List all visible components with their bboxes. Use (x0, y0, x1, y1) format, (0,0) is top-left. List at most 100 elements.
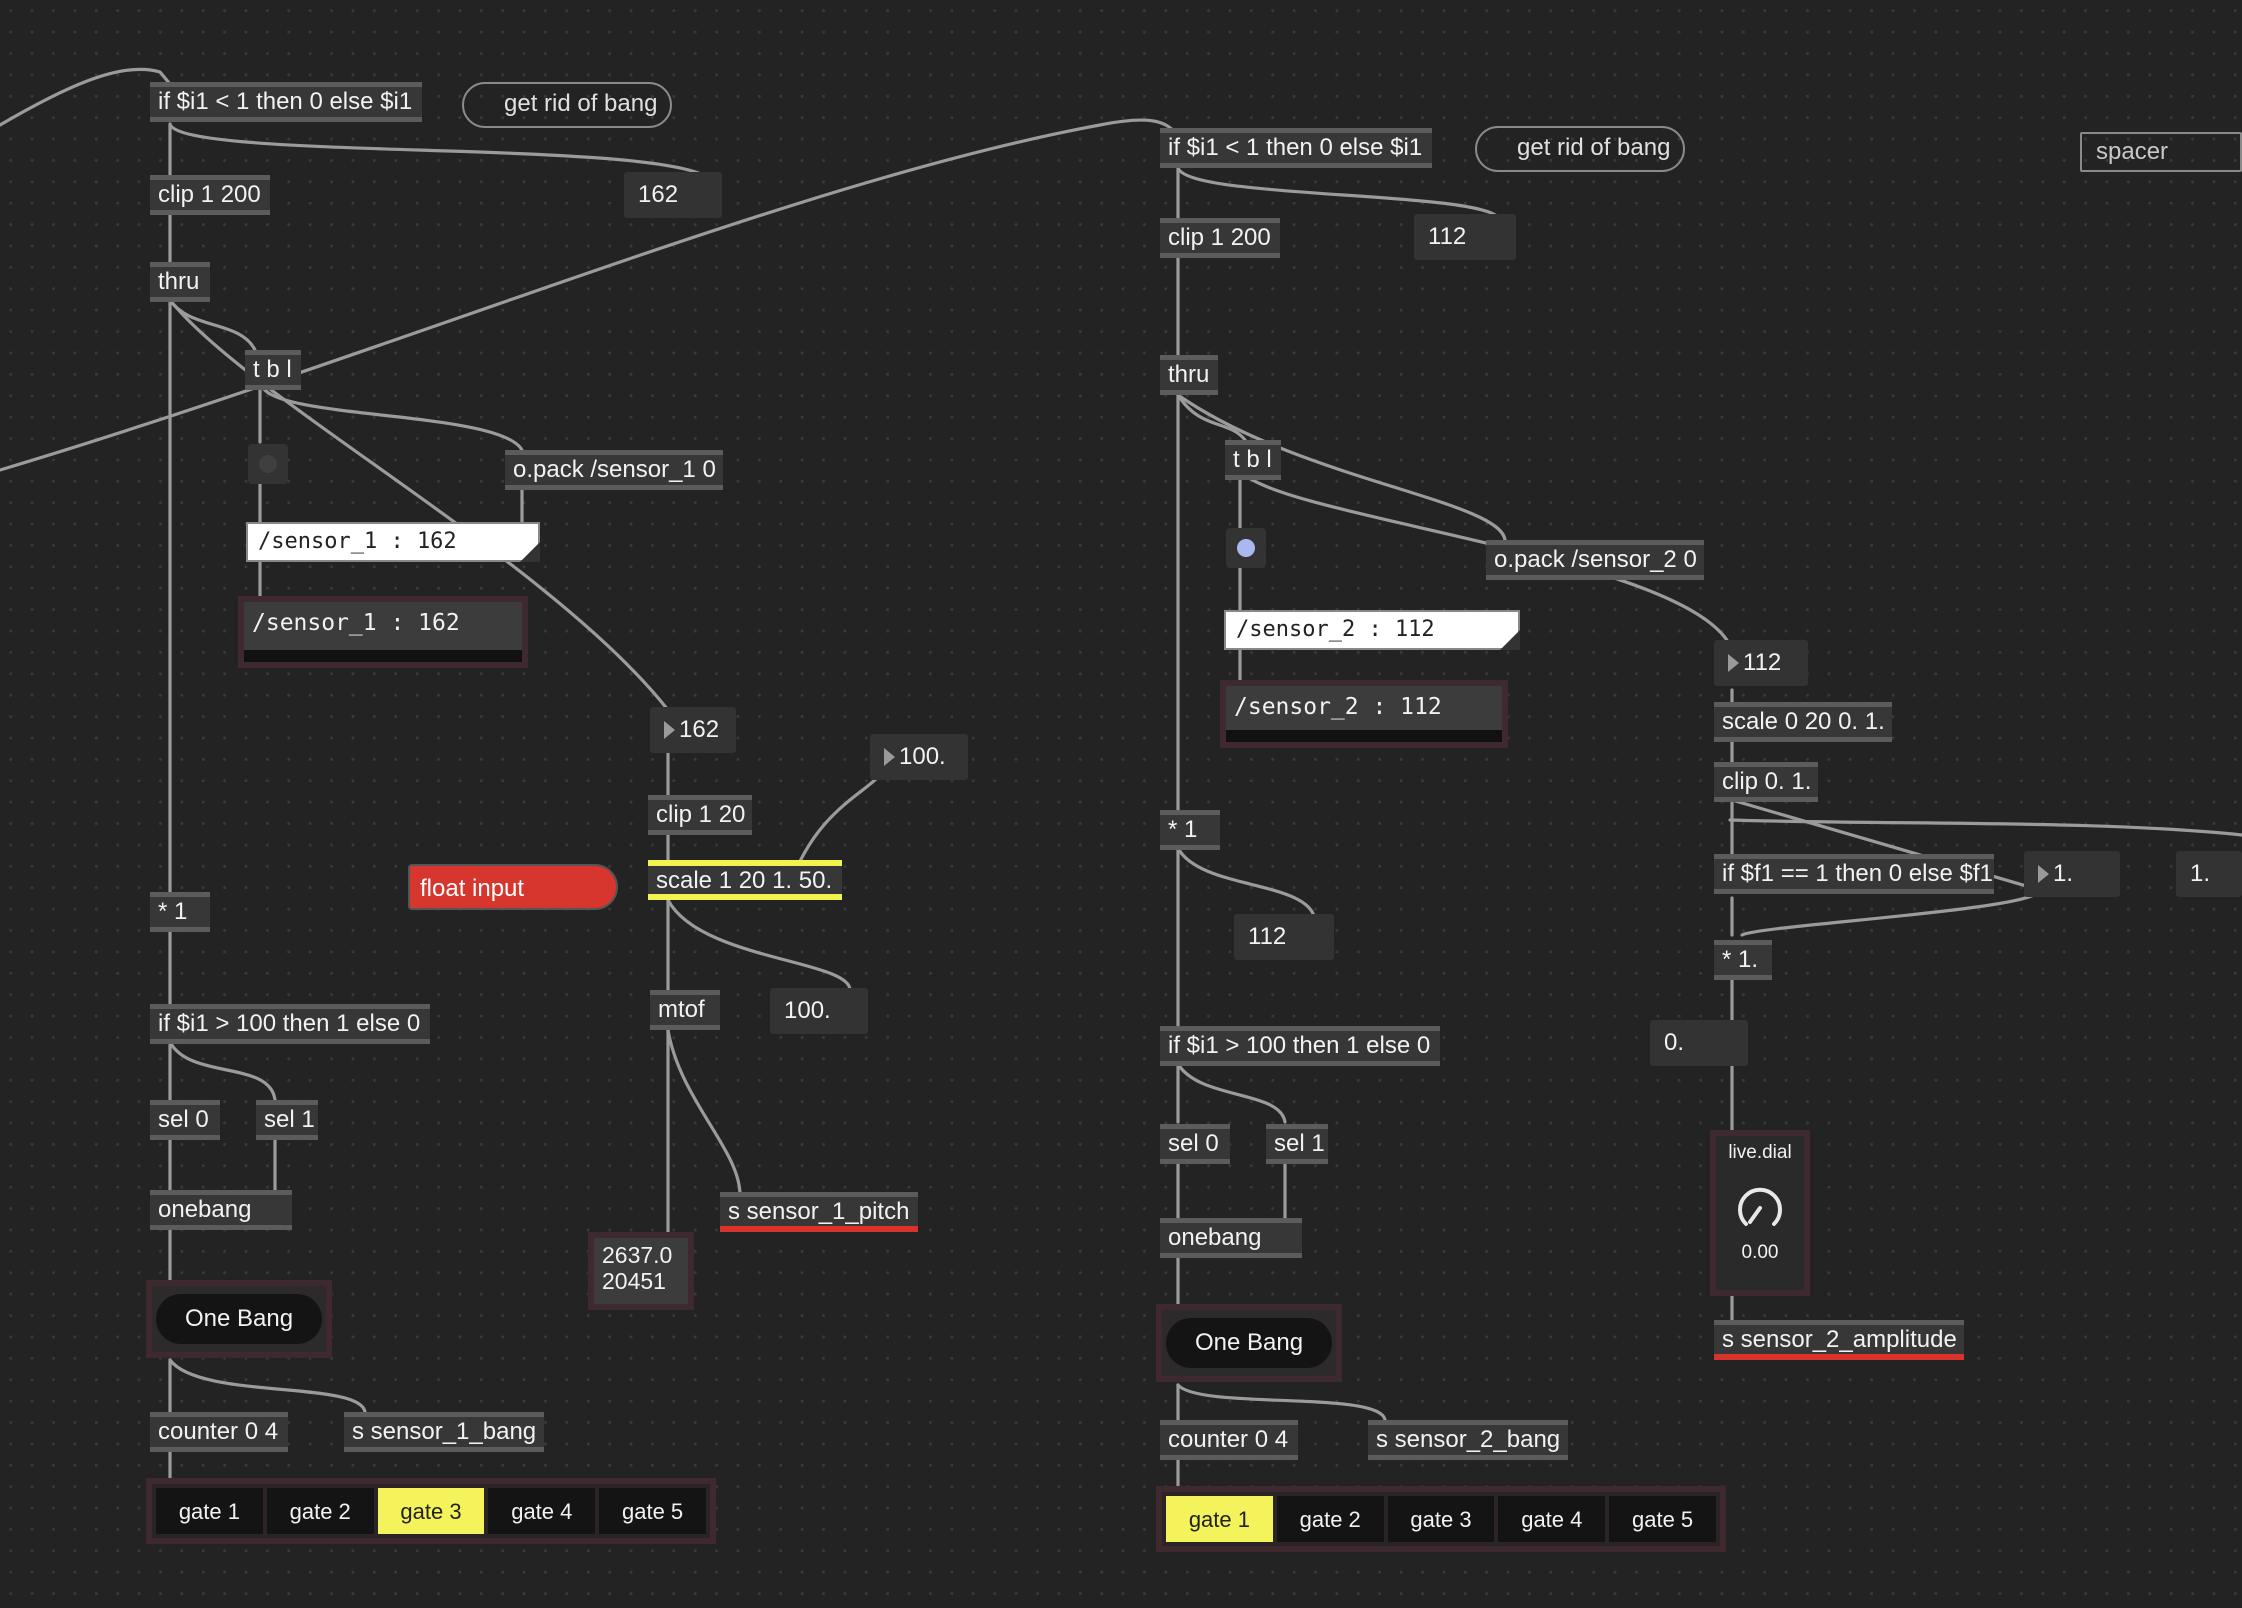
display-text: /sensor_1 : 162 (252, 610, 460, 636)
osc-display: /sensor_2 : 112 (1220, 680, 1508, 748)
clip-object[interactable]: clip 0. 1. (1714, 762, 1818, 802)
object-label: sel 1 (264, 1106, 315, 1133)
comment-text: get rid of bang (1517, 134, 1671, 161)
gate-tab-2[interactable]: gate 2 (1276, 1496, 1384, 1542)
comment-spacer[interactable]: spacer (2080, 132, 2242, 172)
expr-object-if-less-than[interactable]: if $i1 < 1 then 0 else $i1 (150, 82, 422, 122)
object-label: if $i1 < 1 then 0 else $i1 (158, 88, 413, 115)
expr-object-if-equal[interactable]: if $f1 == 1 then 0 else $f1 (1714, 854, 1994, 894)
multiply-object[interactable]: * 1 (1160, 810, 1220, 850)
patch-cord[interactable] (168, 122, 707, 178)
gate-tab-1[interactable]: gate 1 (156, 1488, 263, 1534)
patch-cord[interactable] (168, 1040, 277, 1102)
expr-object-if-greater-than[interactable]: if $i1 > 100 then 1 else 0 (150, 1004, 430, 1044)
number-box[interactable]: 162 (624, 172, 722, 218)
number-box[interactable]: 112 (1714, 640, 1808, 686)
patch-cord[interactable] (666, 898, 852, 992)
one-bang-button[interactable]: One Bang (146, 1280, 332, 1358)
comment-get-rid-of-bang[interactable]: get rid of bang (462, 82, 672, 128)
send-object[interactable]: s sensor_1_pitch (720, 1192, 918, 1232)
trigger-object[interactable]: t b l (1225, 440, 1281, 480)
gate-tab-5[interactable]: gate 5 (599, 1488, 706, 1534)
object-label: clip 1 200 (1168, 224, 1271, 251)
multiply-float-object[interactable]: * 1. (1714, 940, 1772, 980)
float-input-button[interactable]: float input (408, 864, 618, 910)
button-label: float input (420, 875, 525, 902)
number-box[interactable]: 162 (650, 707, 736, 753)
onebang-object[interactable]: onebang (1160, 1218, 1302, 1258)
float-number-box[interactable]: 1. (2024, 851, 2120, 897)
sel-1-object[interactable]: sel 1 (1266, 1124, 1328, 1164)
counter-object[interactable]: counter 0 4 (150, 1412, 288, 1452)
patch-cord[interactable] (1176, 393, 1247, 442)
thru-object[interactable]: thru (150, 262, 210, 302)
counter-object[interactable]: counter 0 4 (1160, 1420, 1298, 1460)
sel-0-object[interactable]: sel 0 (1160, 1124, 1230, 1164)
clip-object[interactable]: clip 1 20 (648, 795, 752, 835)
expr-object-if-less-than[interactable]: if $i1 < 1 then 0 else $i1 (1160, 128, 1432, 168)
number-box[interactable]: 112 (1414, 214, 1516, 260)
button-label: One Bang (156, 1294, 322, 1344)
number-box[interactable]: 112 (1234, 914, 1334, 960)
object-label: sel 1 (1274, 1130, 1325, 1157)
object-label: if $f1 == 1 then 0 else $f1 (1722, 860, 1993, 887)
opack-object[interactable]: o.pack /sensor_1 0 (505, 450, 723, 490)
send-object[interactable]: s sensor_2_amplitude (1714, 1320, 1964, 1360)
object-label: clip 1 20 (656, 801, 746, 828)
patch-cord[interactable] (1728, 818, 2242, 837)
patch-cord[interactable] (260, 383, 524, 452)
patch-cord[interactable] (666, 1028, 742, 1197)
float-number-box[interactable]: 0. (1650, 1020, 1748, 1066)
bang-button[interactable] (248, 444, 288, 484)
mtof-object[interactable]: mtof (650, 990, 720, 1030)
multiply-object[interactable]: * 1 (150, 892, 210, 932)
opack-object[interactable]: o.pack /sensor_2 0 (1486, 540, 1704, 580)
patch-cord[interactable] (168, 298, 257, 352)
scale-object[interactable]: scale 1 20 1. 50. (648, 860, 842, 900)
float-number-box[interactable]: 100. (770, 988, 868, 1034)
expr-object-if-greater-than[interactable]: if $i1 > 100 then 1 else 0 (1160, 1026, 1440, 1066)
gate-tab-3[interactable]: gate 3 (377, 1488, 485, 1534)
patch-cord[interactable] (1176, 166, 1502, 222)
clip-object[interactable]: clip 1 200 (1160, 218, 1280, 258)
one-bang-button[interactable]: One Bang (1156, 1304, 1342, 1382)
number-value: 1. (2053, 860, 2074, 887)
trigger-object[interactable]: t b l (245, 350, 301, 390)
object-label: s sensor_2_amplitude (1722, 1326, 1957, 1353)
message-box[interactable]: /sensor_1 : 162 (246, 522, 540, 562)
patch-cord[interactable] (1740, 888, 2042, 937)
patch-cord[interactable] (168, 1358, 367, 1414)
live-dial[interactable]: live.dial 0.00 (1710, 1130, 1810, 1296)
send-object[interactable]: s sensor_1_bang (344, 1412, 544, 1452)
message-box[interactable]: /sensor_2 : 112 (1224, 610, 1520, 650)
patch-cord[interactable] (1176, 846, 1317, 922)
gate-tab-2[interactable]: gate 2 (266, 1488, 374, 1534)
gate-tab-4[interactable]: gate 4 (488, 1488, 596, 1534)
gate-tab-5[interactable]: gate 5 (1609, 1496, 1716, 1542)
float-number-box[interactable]: 100. (870, 734, 968, 780)
scale-object[interactable]: scale 0 20 0. 1. (1714, 702, 1892, 742)
thru-object[interactable]: thru (1160, 355, 1218, 395)
comment-get-rid-of-bang[interactable]: get rid of bang (1475, 126, 1685, 172)
gate-tab-4[interactable]: gate 4 (1498, 1496, 1606, 1542)
patch-cord[interactable] (1176, 1062, 1287, 1124)
bang-button[interactable] (1226, 528, 1266, 568)
gate-tab-3[interactable]: gate 3 (1387, 1496, 1495, 1542)
message-text: /sensor_2 : 112 (1236, 617, 1435, 642)
send-object[interactable]: s sensor_2_bang (1368, 1420, 1568, 1460)
patch-cord[interactable] (0, 67, 172, 127)
dial-label: live.dial (1728, 1142, 1792, 1163)
patch-cord[interactable] (1176, 1383, 1387, 1422)
onebang-object[interactable]: onebang (150, 1190, 292, 1230)
object-label: thru (158, 268, 200, 295)
clip-object[interactable]: clip 1 200 (150, 175, 270, 215)
gate-tab-1[interactable]: gate 1 (1166, 1496, 1273, 1542)
bang-indicator (259, 455, 277, 473)
object-label: * 1 (1168, 816, 1198, 843)
sel-0-object[interactable]: sel 0 (150, 1100, 220, 1140)
float-number-box[interactable]: 1. (2176, 851, 2242, 897)
sel-1-object[interactable]: sel 1 (256, 1100, 318, 1140)
object-label: clip 1 200 (158, 181, 261, 208)
